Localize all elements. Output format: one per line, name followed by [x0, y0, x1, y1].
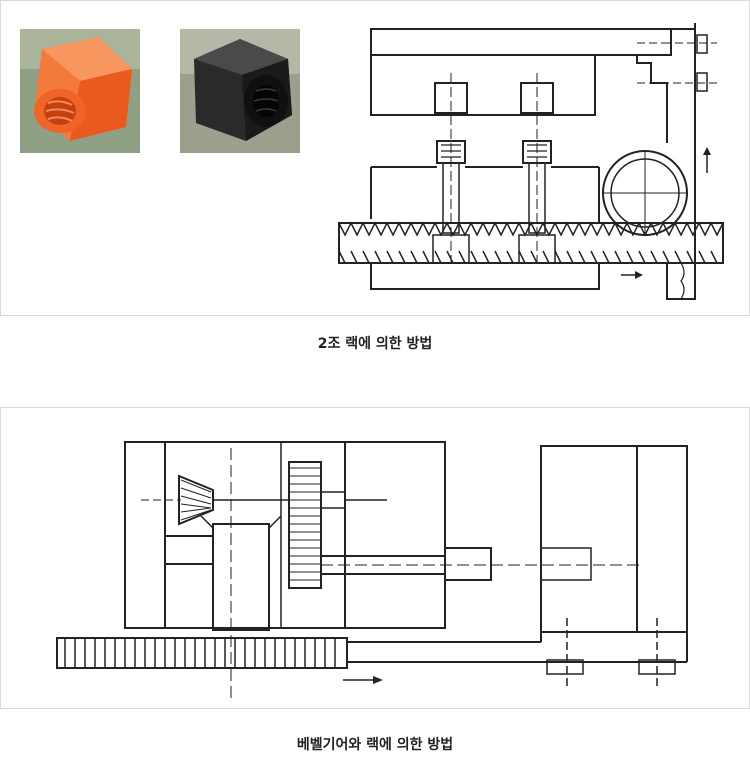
two-rack-diagram [338, 23, 724, 300]
rack [56, 637, 348, 669]
orange-hex-nut-photo [20, 29, 140, 153]
up-arrow-icon [703, 147, 711, 155]
figure-caption-1: 2조 랙에 의한 방법 [317, 336, 433, 352]
vertical-shaft [212, 523, 270, 631]
top-plate [370, 28, 672, 56]
shaft-coupling [444, 547, 492, 581]
right-arrow-icon [373, 676, 383, 684]
black-hex-nut-photo [180, 29, 300, 153]
bevel-gear [178, 474, 214, 526]
bevel-gear-rack-diagram [56, 441, 688, 698]
figure-panel-two-rack [0, 0, 750, 316]
right-arrow-icon [635, 271, 643, 279]
upper-block [370, 54, 596, 116]
right-housing [540, 445, 688, 633]
figure-panel-bevel-gear [0, 407, 750, 709]
spur-gear [288, 461, 322, 589]
figure-caption-2: 베벨기어와 랙에 의한 방법 [296, 737, 454, 753]
left-housing [124, 441, 446, 629]
lower-rack [338, 221, 724, 264]
